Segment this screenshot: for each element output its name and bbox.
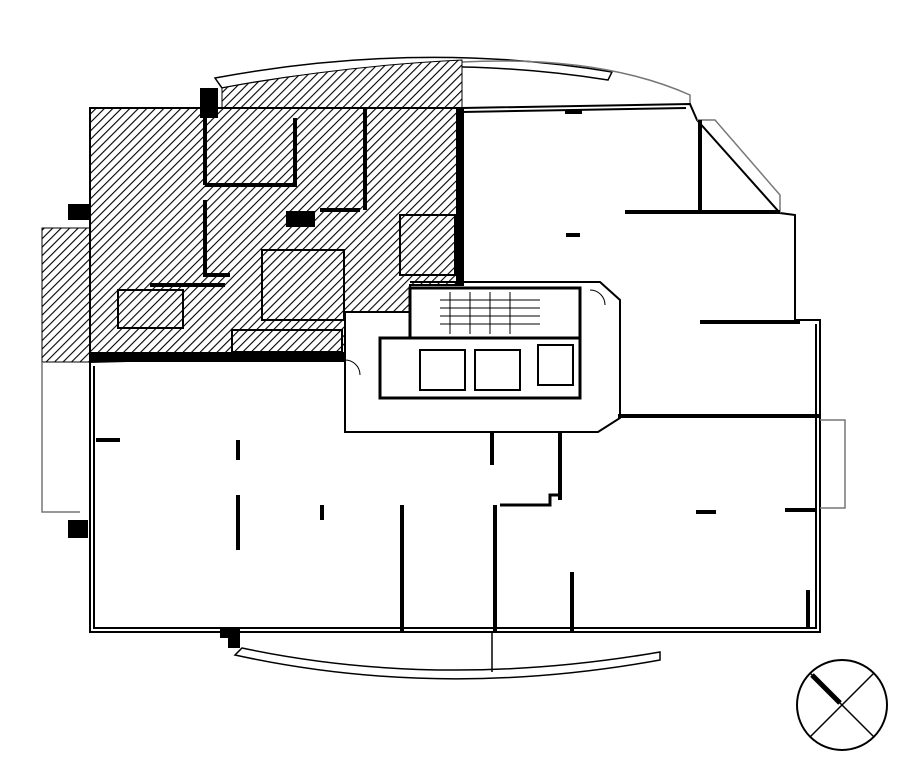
column [200,88,218,118]
right-bay-outline [697,119,781,213]
left-balcony-outline [41,362,80,513]
left-balcony-hatched [41,227,91,363]
north-arrow-icon [796,659,888,751]
right-balcony-outline [820,419,846,509]
highlighted-apartment [89,107,463,364]
partitions [96,110,820,632]
apartment-partitions [117,108,456,353]
stairs [440,292,540,334]
top-balcony-hatched [221,59,463,109]
apartment-bottom-wall [90,352,345,362]
column [68,204,90,220]
column [220,628,240,648]
column [68,520,88,538]
top-balcony-outline [461,60,691,105]
apartment-right-wall [456,108,464,286]
bottom-balcony [233,647,661,680]
